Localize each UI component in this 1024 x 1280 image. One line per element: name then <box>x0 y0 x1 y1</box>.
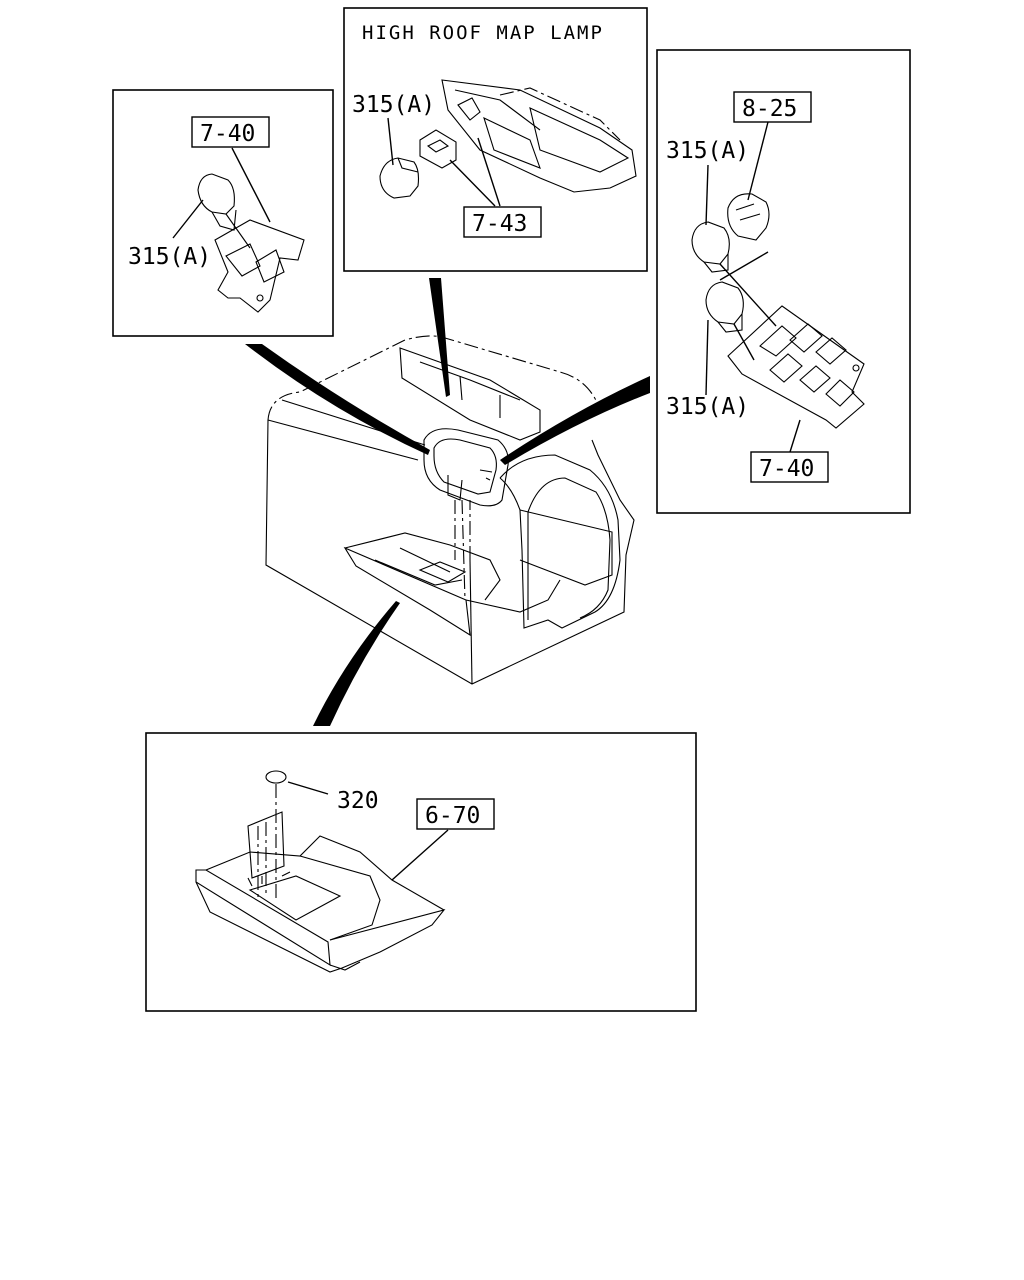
panel-right: 8-25 315(A) 315(A) 7-40 <box>656 49 911 514</box>
ref-tag-7-40-right-text: 7-40 <box>759 456 814 482</box>
wedge-top-center <box>429 278 450 397</box>
ref-tag-7-43 <box>463 206 542 238</box>
wedge-bottom <box>313 601 400 726</box>
ref-tag-7-43-text: 7-43 <box>472 211 527 237</box>
leader-wedges <box>245 278 650 726</box>
wedge-right <box>500 376 650 465</box>
wedge-top-left <box>245 344 430 455</box>
ref-tag-8-25-text: 8-25 <box>742 96 797 122</box>
plug-320 <box>265 770 287 784</box>
part-label-315a-left: 315(A) <box>128 244 211 270</box>
panel-top-left: 7-40 315(A) <box>112 89 334 337</box>
part-label-315a-right-lower: 315(A) <box>666 394 749 420</box>
panel-title: HIGH ROOF MAP LAMP <box>362 22 604 44</box>
ref-tag-6-70 <box>416 798 495 830</box>
ref-tag-8-25 <box>733 91 812 123</box>
part-label-320: 320 <box>337 788 379 814</box>
ref-tag-6-70-text: 6-70 <box>425 803 480 829</box>
panel-top-center: HIGH ROOF MAP LAMP 315(A) 7-43 <box>343 7 648 272</box>
part-label-315a-right-upper: 315(A) <box>666 138 749 164</box>
ref-tag-7-40-left <box>191 116 270 148</box>
panel-bottom: 320 6-70 <box>145 732 697 1012</box>
ref-tag-7-40-right <box>750 451 829 483</box>
part-label-315a-center: 315(A) <box>352 92 435 118</box>
cab-body <box>265 335 635 685</box>
ref-tag-7-40-left-text: 7-40 <box>200 121 255 147</box>
